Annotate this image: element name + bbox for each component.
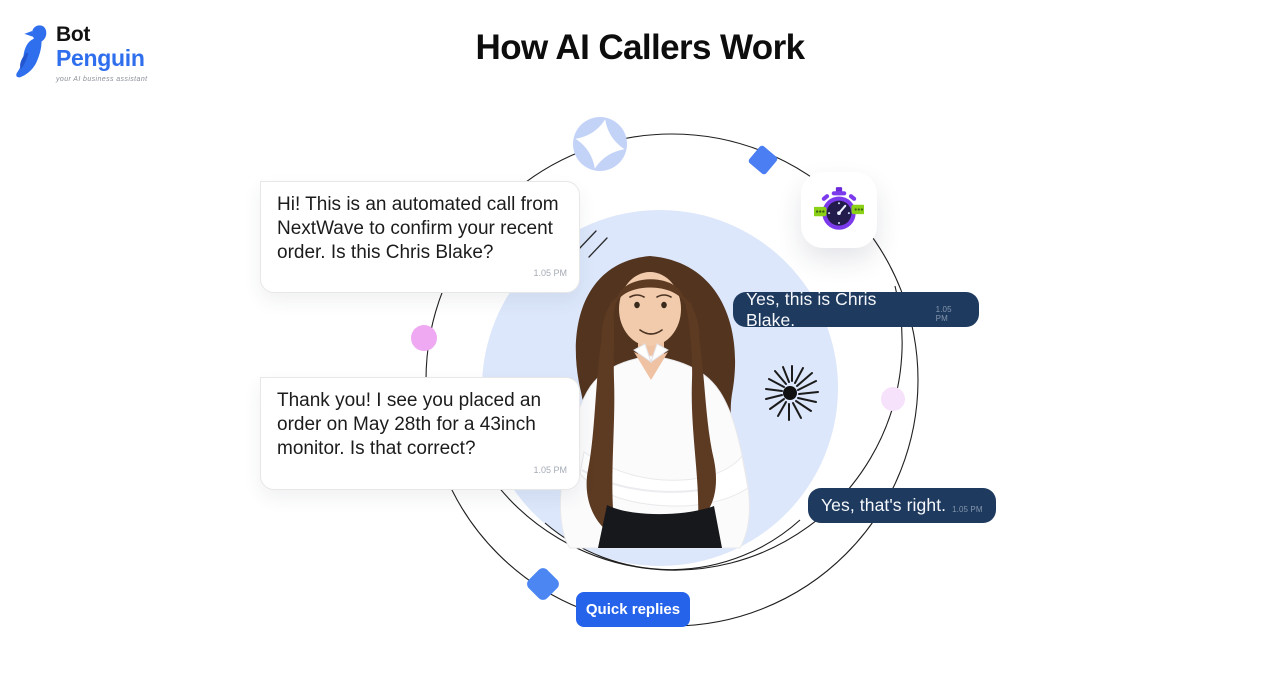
agent-message-text: Hi! This is an automated call from NextW…	[277, 194, 559, 263]
agent-message-bubble-2: Thank you! I see you placed an order on …	[260, 377, 580, 490]
page-title: How AI Callers Work	[475, 28, 806, 67]
customer-message-bubble-2: Yes, that's right. 1.05 PM	[808, 488, 996, 523]
logo-tagline: your AI business assistant	[56, 76, 148, 83]
bubble-tail	[260, 377, 272, 389]
stopwatch-with-chat-bubbles-icon	[814, 187, 864, 230]
message-timestamp: 1.05 PM	[533, 268, 567, 278]
pink-circle-left-icon	[411, 325, 437, 351]
starburst-icon	[765, 365, 819, 421]
botpenguin-logo: Bot Penguin your AI business assistant	[14, 24, 147, 83]
stopwatch-card	[801, 172, 877, 248]
agent-message-text: Thank you! I see you placed an order on …	[277, 390, 542, 459]
tick-marks	[577, 230, 608, 258]
customer-message-text: Yes, that's right.	[821, 495, 947, 515]
blue-diamond-icon	[527, 568, 559, 600]
logo-text-penguin: Penguin	[56, 45, 145, 71]
blue-square-icon	[748, 145, 778, 175]
penguin-icon	[16, 25, 47, 78]
message-timestamp: 1.05 PM	[952, 505, 983, 514]
star-badge-icon	[573, 117, 627, 171]
woman-photo	[559, 256, 750, 549]
customer-message-bubble-1: Yes, this is Chris Blake. 1.05 PM	[733, 289, 979, 330]
customer-message-text: Yes, this is Chris Blake.	[746, 288, 877, 330]
quick-replies-button[interactable]: Quick replies	[576, 592, 690, 627]
starburst-center	[783, 386, 797, 400]
message-timestamp: 1.05 PM	[533, 465, 567, 475]
agent-message-bubble-1: Hi! This is an automated call from NextW…	[260, 181, 580, 293]
pink-circle-right-icon	[881, 387, 905, 411]
message-timestamp: 1.05 PM	[935, 304, 952, 323]
bubble-tail	[260, 181, 272, 193]
logo-text-bot: Bot	[56, 23, 91, 46]
